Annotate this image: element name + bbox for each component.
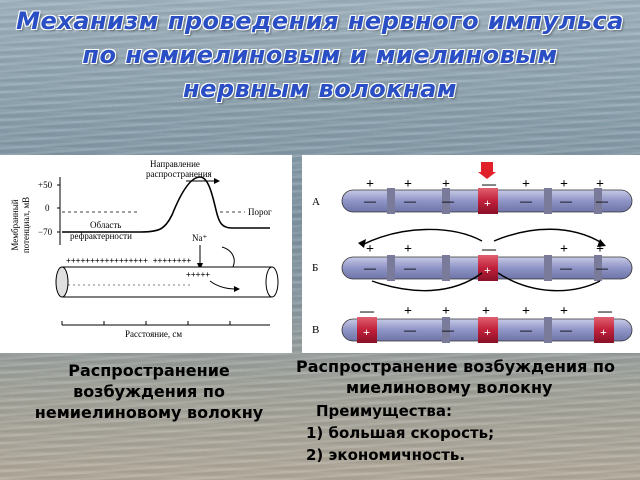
svg-text:+: + (560, 304, 568, 319)
svg-text:—: — (441, 323, 455, 337)
svg-text:+: + (560, 242, 568, 257)
svg-text:—: — (481, 242, 497, 257)
unmyelinated-fiber (61, 266, 273, 298)
title-line-1: Механизм проведения нервного импульса (16, 7, 624, 35)
svg-text:—: — (359, 304, 375, 319)
svg-text:—: — (441, 194, 455, 208)
left-caption-line-2: возбуждения по (73, 382, 225, 401)
svg-text:+: + (363, 325, 370, 339)
threshold-label: Порог (248, 207, 272, 217)
svg-text:+: + (404, 304, 412, 319)
active-node-a (478, 188, 498, 214)
svg-text:—: — (403, 261, 417, 275)
svg-text:—: — (403, 194, 417, 208)
svg-text:—: — (559, 261, 573, 275)
myelinated-svg: А + + + — + + + — — — + — — — Б (312, 162, 633, 343)
active-node-c-1 (357, 317, 377, 343)
direction-arrow-icon (214, 178, 220, 184)
svg-text:+: + (560, 177, 568, 192)
left-caption-line-3: немиелиновому волокну (34, 403, 264, 422)
fiber-row-c (341, 317, 633, 343)
current-arrow-right-icon (597, 239, 606, 247)
svg-text:+: + (596, 177, 604, 192)
advantage-economy: 2) экономичность. (306, 446, 466, 464)
membrane-inner-row: +++++ (186, 270, 210, 279)
svg-text:+: + (366, 177, 374, 192)
svg-text:+: + (484, 196, 491, 210)
charges-row-c: — + + + + + — + — — + — — + (359, 304, 613, 339)
row-label-b: Б (312, 262, 318, 274)
x-axis-label: Расстояние, см (125, 329, 182, 339)
page-title: Механизм проведения нервного импульса по… (0, 4, 640, 106)
direction-label-1: Направление (150, 159, 200, 169)
svg-text:+: + (522, 177, 530, 192)
svg-text:+: + (366, 242, 374, 257)
myelinated-caption-line-2: миелиновому волокну (346, 378, 553, 397)
active-node-c-2 (478, 317, 498, 343)
left-caption-line-1: Распространение (68, 361, 230, 380)
svg-text:+: + (522, 304, 530, 319)
svg-text:+: + (404, 177, 412, 192)
charges-row-a: + + + — + + + — — — + — — — (363, 177, 609, 210)
current-arrow-left-icon (358, 239, 366, 248)
active-node-b (478, 255, 498, 281)
row-label-a: А (312, 196, 320, 208)
svg-text:—: — (519, 194, 533, 208)
svg-text:+: + (404, 242, 412, 257)
direction-label-2: распространения (146, 169, 212, 179)
fiber-row-a (341, 188, 633, 214)
svg-text:—: — (481, 177, 497, 192)
title-line-2: по немиелиновым и миелиновым (82, 41, 558, 69)
svg-text:—: — (403, 323, 417, 337)
myelinated-diagram: А + + + — + + + — — — + — — — Б (302, 155, 640, 353)
svg-text:—: — (595, 261, 609, 275)
unmyelinated-diagram: Мембранный потенциал, мВ +50 0 −70 Порог… (0, 155, 292, 353)
unmyelinated-caption: Распространение возбуждения по немиелино… (18, 360, 280, 423)
action-potential-curve (62, 176, 270, 233)
refractory-label-2: рефрактерности (70, 231, 132, 241)
stimulus-arrow-icon (478, 172, 496, 179)
unmyelinated-svg: Мембранный потенциал, мВ +50 0 −70 Порог… (10, 159, 279, 339)
advantage-speed: 1) большая скорость; (306, 424, 495, 442)
svg-text:—: — (519, 323, 533, 337)
svg-text:+: + (442, 177, 450, 192)
tick-plus-50: +50 (38, 180, 53, 190)
svg-text:+: + (442, 304, 450, 319)
membrane-plus-row: +++++++++++++++++ ++++++++ (66, 256, 191, 265)
stimulus-marker (481, 162, 493, 172)
svg-text:—: — (363, 194, 377, 208)
svg-text:+: + (600, 325, 607, 339)
row-label-c: В (312, 324, 319, 336)
title-line-3: нервным волокнам (183, 75, 457, 103)
svg-text:+: + (484, 263, 491, 277)
tick-0: 0 (45, 203, 50, 213)
svg-text:—: — (559, 194, 573, 208)
fiber-row-b (341, 255, 633, 281)
svg-text:+: + (596, 242, 604, 257)
charges-row-b: + + — + + — — + — — (363, 242, 609, 277)
svg-text:—: — (595, 194, 609, 208)
advantages-header: Преимущества: (316, 402, 452, 420)
refractory-label-1: Область (90, 220, 121, 230)
svg-text:—: — (597, 304, 613, 319)
svg-text:—: — (559, 323, 573, 337)
svg-text:+: + (484, 325, 491, 339)
myelinated-caption-line-1: Распространение возбуждения по (296, 357, 615, 376)
sodium-ion-label: Na⁺ (192, 233, 207, 243)
svg-text:+: + (482, 304, 490, 319)
ylabel-line-2: потенциал, мВ (21, 197, 31, 253)
svg-text:—: — (363, 261, 377, 275)
active-node-c-3 (594, 317, 614, 343)
ylabel-line-1: Мембранный (10, 199, 20, 250)
tick-minus-70: −70 (38, 227, 53, 237)
